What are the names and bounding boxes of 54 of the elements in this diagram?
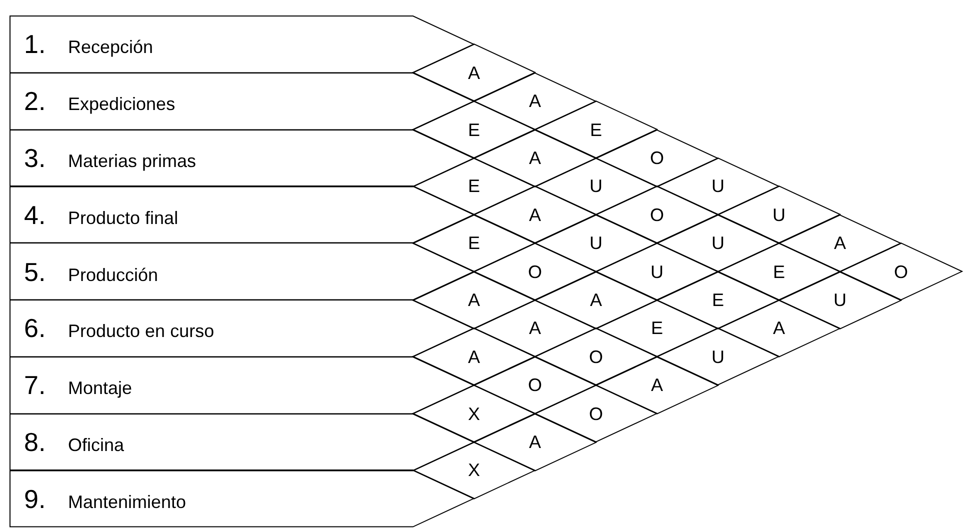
- relationship-code: E: [650, 319, 663, 338]
- relationship-code: U: [712, 234, 724, 252]
- relationship-code: X: [468, 461, 480, 480]
- relationship-code: A: [528, 206, 541, 224]
- relationship-code: A: [468, 290, 480, 309]
- department-name: Expediciones: [68, 95, 176, 114]
- row-number: 8.: [24, 428, 47, 455]
- relationship-code: U: [712, 177, 724, 196]
- relationship-code: U: [712, 348, 724, 366]
- relationship-code: O: [588, 348, 603, 366]
- relationship-code: U: [650, 262, 664, 281]
- relationship-code: O: [894, 262, 908, 281]
- relationship-code: E: [772, 262, 785, 281]
- relationship-code: E: [468, 234, 480, 252]
- department-name: Oficina: [68, 436, 124, 454]
- row-number: 7.: [24, 372, 47, 398]
- relationship-code: A: [468, 348, 480, 366]
- relationship-code: A: [528, 148, 541, 167]
- relationship-code: U: [590, 234, 602, 252]
- relationship-code: U: [590, 177, 602, 196]
- relationship-code: A: [834, 234, 846, 252]
- relationship-code: E: [468, 177, 480, 196]
- relationship-code: U: [834, 290, 846, 309]
- relationship-code: A: [468, 64, 480, 82]
- department-name: Materias primas: [68, 152, 196, 170]
- row-number: 5.: [24, 258, 47, 285]
- row-number: 9.: [24, 486, 47, 512]
- row-number: 3.: [24, 144, 47, 171]
- relationship-code: E: [712, 290, 724, 309]
- relationship-code: U: [772, 206, 786, 224]
- relationship-code: A: [528, 319, 541, 338]
- relationship-code: E: [468, 120, 480, 139]
- relationship-code: O: [650, 206, 664, 224]
- relationship-code: A: [528, 432, 541, 451]
- relationship-code: A: [772, 319, 785, 338]
- department-name: Producto final: [68, 208, 178, 227]
- relationship-code: O: [588, 404, 603, 423]
- relationship-code: O: [650, 148, 664, 167]
- row-number: 1.: [24, 31, 47, 58]
- relationship-code: O: [528, 262, 542, 281]
- relationship-code: A: [590, 290, 602, 309]
- department-name: Producto en curso: [68, 322, 214, 340]
- relationship-code: O: [528, 376, 542, 394]
- relationship-code: E: [590, 120, 602, 139]
- row-number: 4.: [24, 202, 47, 228]
- row-number: 6.: [24, 315, 47, 342]
- row-number: 2.: [24, 88, 47, 114]
- department-name: Recepción: [68, 38, 154, 56]
- department-name: Montaje: [68, 379, 132, 398]
- department-name: Producción: [68, 266, 158, 284]
- relationship-code: A: [528, 92, 541, 110]
- department-name: Mantenimiento: [68, 492, 186, 511]
- relationship-code: A: [650, 376, 663, 394]
- relationship-code: X: [468, 404, 480, 423]
